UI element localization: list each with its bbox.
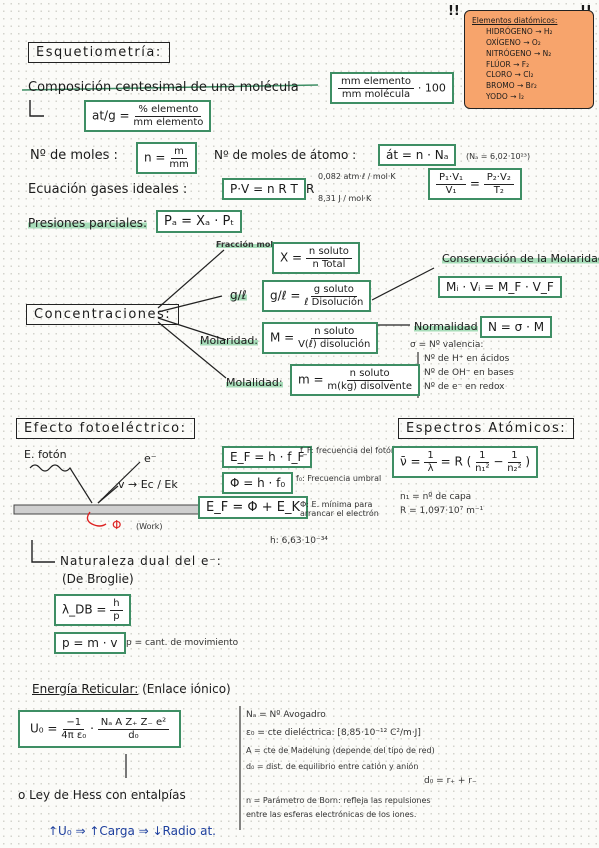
lattice-def-born-cont: entre las esferas electrónicas de los io… [246, 810, 417, 819]
r-value-atm: 0,082 atm·ℓ / mol·K [318, 172, 396, 181]
rydberg-constant: R = 1,097·10⁷ m⁻¹ [400, 506, 484, 516]
lattice-def-avogadro: Nₐ = Nº Avogadro [246, 710, 326, 720]
note-item: OXÍGENO → O₂ [486, 37, 541, 47]
lattice-energy-title: Energía Reticular: (Enlace iónico) [32, 682, 231, 696]
diatomic-elements-note: Elementos diatómicos: HIDRÓGENO → H₂ OXÍ… [464, 10, 594, 109]
note-item: YODO → I₂ [486, 92, 525, 102]
valence-bases: Nº de OH⁻ en bases [424, 368, 514, 378]
centesimal-tail: · 100 [417, 81, 446, 95]
ionic-bond-label: (Enlace iónico) [142, 682, 231, 696]
lattice-def-madelung: A = cte de Madelung (depende del tipo de… [246, 746, 435, 755]
photon-frequency-note: f_F: frecuencia del fotón [300, 446, 396, 455]
normality-formula: N = σ · M [480, 316, 553, 338]
valence-redox: Nº de e⁻ en redox [424, 382, 505, 392]
avogadro-note: (Nₐ = 6,02·10²³) [466, 152, 531, 161]
dual-nature-title: Naturaleza dual del e⁻: [60, 554, 222, 568]
momentum-formula: p = m · v [54, 632, 126, 654]
lattice-energy-heading: Energía Reticular: [32, 682, 139, 696]
note-item: BROMO → Br₂ [486, 81, 537, 91]
conservation-label: Conservación de la Molaridad: [442, 252, 599, 265]
photon-label: E. fotón [24, 448, 67, 461]
ideal-gas-formula: P·V = n R T [222, 178, 306, 200]
stoichiometry-heading: Esquetiometría: [28, 42, 170, 63]
lattice-def-distance: d₀ = dist. de equilibrio entre catión y … [246, 762, 419, 771]
gl-label: g/ℓ [230, 288, 247, 302]
partial-pressure-label: Presiones parciales: [28, 216, 147, 230]
lattice-trend: ↑U₀ ⇒ ↑Carga ⇒ ↓Radio at. [48, 824, 216, 838]
ideal-gas-label: Ecuación gases ideales : [28, 182, 188, 197]
threshold-frequency-note: f₀: Frecuencia umbral [296, 474, 382, 483]
atom-moles-label: Nº de moles de átomo : [214, 148, 357, 162]
photon-energy-formula: E_F = h · f_F [222, 446, 313, 468]
centesimal-label: Composición centesimal de una molécula [28, 80, 299, 95]
lattice-def-born: n = Parámetro de Born: refleja las repul… [246, 796, 431, 805]
electron-label: e⁻ [144, 452, 157, 465]
concentrations-heading: Concentraciones: [26, 304, 180, 325]
energy-balance-formula: E_F = Φ + E_K [198, 496, 308, 519]
valence-acids: Nº de H⁺ en ácidos [424, 354, 510, 364]
de-broglie-label: (De Broglie) [62, 572, 134, 586]
normality-label: Normalidad [414, 320, 478, 333]
photoelectric-heading: Efecto fotoeléctrico: [16, 418, 195, 439]
spectra-heading: Espectros Atómicos: [398, 418, 575, 439]
minimum-energy-note: Φ: E. mínima para arrancar el electrón [300, 500, 379, 518]
atg-lhs: at/g [92, 108, 116, 123]
partial-pressure-formula: Pₐ = Xₐ · Pₜ [156, 210, 243, 233]
hess-law-note: o Ley de Hess con entalpías [18, 788, 186, 802]
molality-label: Molalidad: [226, 376, 283, 389]
note-title: Elementos diatómicos: [472, 16, 558, 25]
molarity-label: Molaridad: [200, 334, 259, 347]
note-item: HIDRÓGENO → H₂ [486, 26, 553, 36]
planck-constant: h: 6,63·10⁻³⁴ [270, 536, 328, 546]
work-label: (Work) [136, 522, 163, 531]
lattice-def-dielectric: ε₀ = cte dieléctrica: [8,85·10⁻¹² C²/m·J… [246, 728, 421, 738]
note-item: NITRÓGENO → N₂ [486, 48, 552, 58]
work-function-formula: Φ = h · f₀ [222, 472, 294, 494]
conservation-formula: Mᵢ · Vᵢ = M_F · V_F [438, 276, 562, 298]
velocity-label: v → Ec / Ek [118, 478, 178, 491]
r-symbol: R [306, 182, 315, 196]
lattice-def-radius-sum: d₀ = r₊ + r₋ [424, 776, 477, 786]
atom-moles-formula: át = n · Nₐ [378, 144, 457, 166]
moles-label: Nº de moles : [30, 148, 118, 163]
note-item: FLÚOR → F₂ [486, 59, 530, 69]
note-marks: !! [448, 4, 460, 19]
work-function-symbol: Φ [112, 518, 122, 532]
note-item: CLORO → Cl₂ [486, 70, 534, 80]
shell-number-def: n₁ = nº de capa [400, 492, 472, 502]
momentum-note: p = cant. de movimiento [126, 638, 239, 648]
r-value-joule: 8,31 J / mol·K [318, 194, 372, 203]
valence-def: σ = Nº valencia: [410, 340, 484, 350]
molar-fraction-label: Fracción molar [216, 240, 283, 249]
